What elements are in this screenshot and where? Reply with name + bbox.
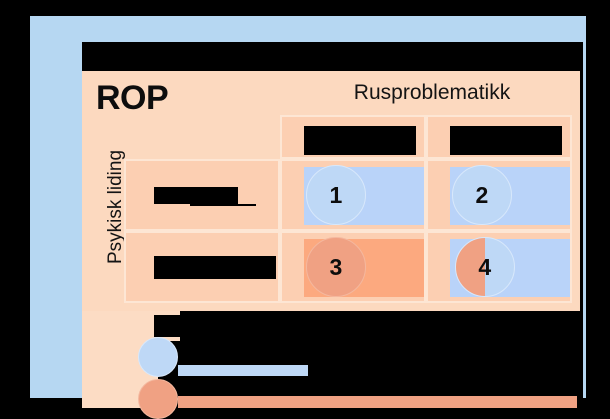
legend-title bbox=[154, 315, 204, 337]
redaction-block bbox=[250, 387, 320, 390]
redaction-block bbox=[450, 126, 562, 155]
cell-bubble-1[interactable]: 1 bbox=[305, 165, 366, 225]
cell-bubble-4[interactable]: 4 bbox=[454, 237, 515, 297]
column-group-title: Rusproblematikk bbox=[353, 81, 511, 104]
matrix-cell-3[interactable]: 3 bbox=[280, 231, 426, 303]
redaction-block bbox=[304, 126, 416, 155]
matrix-bottom-strip bbox=[82, 304, 580, 312]
slide-outer-frame: ROP Rusproblematikk Psykisk liding 1 bbox=[30, 16, 586, 419]
redaction-block bbox=[250, 379, 300, 382]
cell-bubble-2[interactable]: 2 bbox=[451, 165, 512, 225]
matrix-grid: 1 2 3 4 bbox=[124, 115, 572, 303]
matrix-cell-4[interactable]: 4 bbox=[426, 231, 572, 303]
page-title: ROP bbox=[96, 79, 169, 117]
matrix-corner-cell bbox=[124, 115, 280, 159]
column-header-1 bbox=[280, 115, 426, 159]
matrix-cell-1[interactable]: 1 bbox=[280, 159, 426, 231]
column-header-2 bbox=[426, 115, 572, 159]
legend-left-margin bbox=[82, 311, 128, 408]
matrix-cell-2[interactable]: 2 bbox=[426, 159, 572, 231]
legend-marker-orange-circle bbox=[138, 379, 178, 419]
row-header-2 bbox=[124, 231, 280, 303]
row-header-1 bbox=[124, 159, 280, 231]
slide-title-bar bbox=[82, 42, 583, 71]
legend-marker-blue-circle bbox=[138, 337, 178, 377]
matrix-panel: ROP Rusproblematikk Psykisk liding 1 bbox=[82, 71, 580, 311]
legend bbox=[82, 311, 583, 419]
cell-bubble-3[interactable]: 3 bbox=[305, 237, 366, 297]
redaction-block bbox=[154, 255, 276, 279]
legend-label-blue bbox=[178, 365, 308, 376]
redaction-block bbox=[154, 186, 256, 206]
legend-label-orange bbox=[178, 396, 577, 408]
